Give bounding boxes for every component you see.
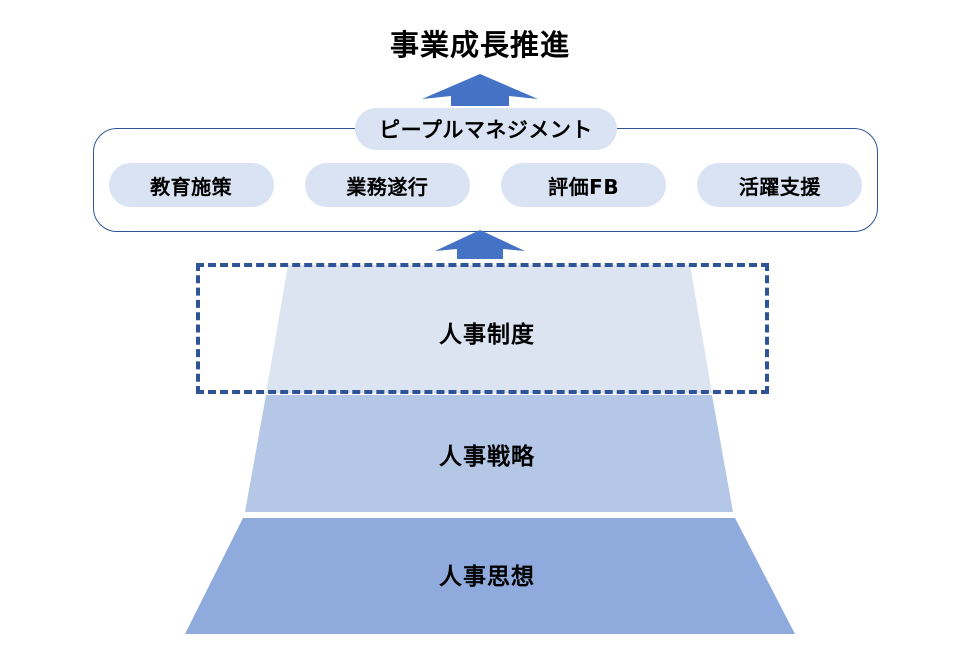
pyramid-tier-label-seido: 人事制度 (439, 322, 535, 348)
people-management-header-pill[interactable]: ピープルマネジメント (355, 108, 617, 150)
people-management-items: 教育施策 業務遂行 評価FB 活躍支援 (93, 163, 878, 207)
pyramid-tier-label-senryaku: 人事戦略 (439, 444, 535, 470)
pyramid-tier-label-shiso: 人事思想 (439, 564, 535, 590)
pm-item-kyoiku-shisaku[interactable]: 教育施策 (108, 163, 274, 207)
pm-item-katsuyaku-shien[interactable]: 活躍支援 (697, 163, 863, 207)
arrow-up-to-people-management-icon (434, 228, 526, 260)
dashed-highlight-rect (196, 263, 769, 394)
arrow-up-to-title-icon (421, 72, 539, 108)
page-title: 事業成長推進 (389, 28, 570, 62)
pm-item-gyomu-suiko[interactable]: 業務遂行 (304, 163, 470, 207)
pm-item-hyoka-fb[interactable]: 評価FB (501, 163, 667, 207)
